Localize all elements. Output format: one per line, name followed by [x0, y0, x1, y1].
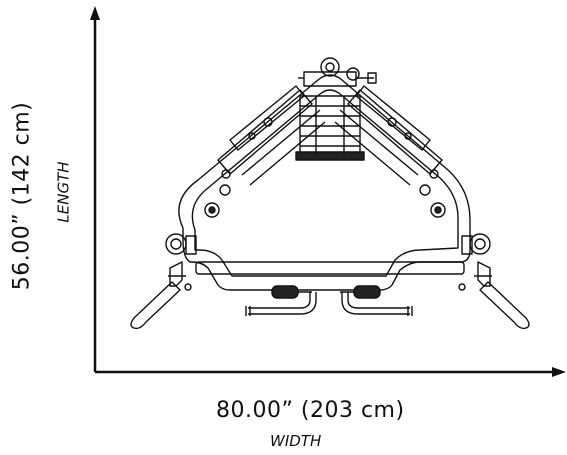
axes: [90, 6, 566, 377]
right-leg-bar: [341, 292, 410, 315]
right-handle: [479, 281, 530, 330]
y-axis-arrowhead: [90, 6, 100, 20]
left-corner-pulley: [204, 202, 220, 218]
frame-inner: [191, 89, 459, 277]
lower-crossbar: [195, 261, 465, 275]
right-upper-arm: [347, 89, 443, 175]
machine-drawing: [130, 57, 530, 330]
right-handle-arm: [477, 261, 491, 287]
width-value: 80.00” (203 cm): [216, 398, 405, 423]
right-foot-roller: [353, 285, 381, 299]
top-pulley: [320, 57, 340, 77]
left-handle: [130, 281, 181, 330]
length-value: 56.00” (142 cm): [9, 101, 35, 291]
left-leg-bar: [248, 292, 317, 315]
left-handle-arm: [169, 261, 183, 287]
frame-outer: [178, 74, 471, 291]
length-label: LENGTH: [54, 161, 73, 223]
right-side-pulley: [469, 233, 491, 255]
right-corner-pulley: [430, 202, 446, 218]
left-foot-roller: [271, 285, 299, 299]
left-upper-arm: [217, 89, 313, 175]
width-label: WIDTH: [270, 432, 322, 450]
x-axis-arrowhead: [552, 367, 566, 377]
